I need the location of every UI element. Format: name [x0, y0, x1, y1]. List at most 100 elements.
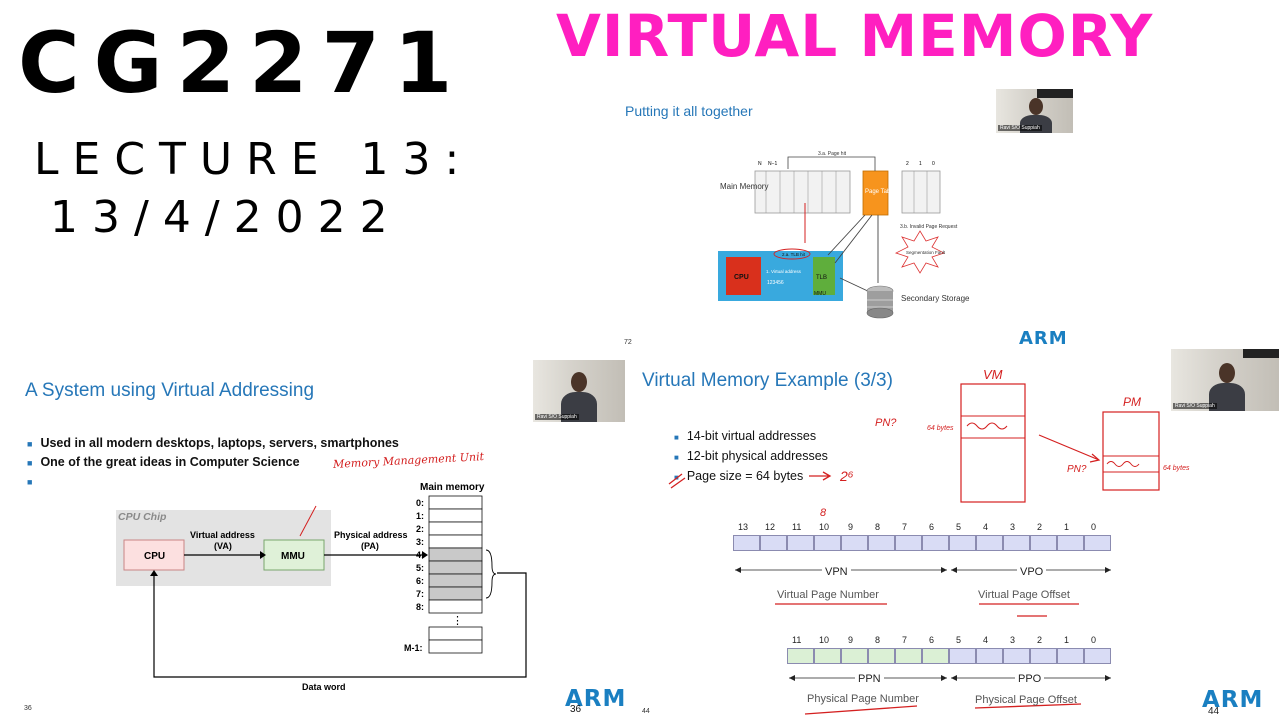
- bullet-marker: ■: [27, 439, 33, 449]
- vaddr-label: 1. Virtual address: [766, 269, 802, 274]
- bit-cell: [1003, 535, 1030, 551]
- bit-label: 7: [902, 635, 908, 645]
- row-label-2: 2:: [416, 524, 424, 534]
- va-arrowhead: [260, 551, 266, 559]
- bit-label: 10: [819, 635, 830, 645]
- ink-strike: [668, 473, 686, 489]
- bit-label: 11: [792, 635, 802, 645]
- row-label-1: 1:: [416, 511, 424, 521]
- page-hit-arrow: [787, 156, 876, 171]
- topic-title: VIRTUAL MEMORY: [556, 2, 1154, 70]
- bit-label: 1: [1064, 635, 1070, 645]
- memory-cell: [428, 626, 483, 641]
- bit-label: 8: [875, 522, 881, 532]
- ppn-arrowhead-left: [789, 675, 795, 681]
- bullet-item: ■Used in all modern desktops, laptops, s…: [27, 436, 399, 450]
- bit-label: 5: [956, 522, 962, 532]
- ink-pn-question-2: PN?: [1067, 464, 1087, 475]
- row-label-m1: M-1:: [404, 643, 423, 653]
- ink-vm-label: VM: [983, 367, 1003, 382]
- vpn-arrowhead-right: [941, 567, 947, 573]
- pa-label: Physical address: [334, 530, 408, 540]
- bit-cell: [1003, 648, 1030, 664]
- virtual-bit-labels: 13 12 11 10 9 8 7 6 5 4 3 2 1 0: [733, 522, 1111, 534]
- bit-cell: [1057, 535, 1084, 551]
- main-memory-label: Main memory: [420, 482, 485, 493]
- bit-cell: [895, 535, 922, 551]
- vpn-full-label: Virtual Page Number: [777, 589, 879, 601]
- webcam-thumbnail: Ravi S/O Suppiah: [533, 360, 625, 422]
- pa-abbr: (PA): [361, 541, 379, 551]
- bit-cell: [949, 648, 976, 664]
- page-table-label: Page Table: [865, 189, 896, 195]
- cpu-label: CPU: [144, 551, 165, 562]
- webcam-thumbnail: Ravi S/O Suppiah: [1171, 349, 1279, 411]
- pa-arrowhead: [422, 551, 428, 559]
- ink-bytes-2: 64 bytes: [1163, 465, 1190, 472]
- webcam-name: Ravi S/O Suppiah: [998, 125, 1042, 131]
- bullet-marker: ■: [27, 458, 33, 468]
- bit-cell: [841, 648, 868, 664]
- bit-label: 3: [1010, 635, 1016, 645]
- label-2: 2: [906, 161, 909, 167]
- bullet-item: ■14-bit virtual addresses: [674, 429, 817, 443]
- page-number: 72: [624, 339, 632, 346]
- tlb-label: TLB: [816, 275, 827, 281]
- tlb-miss-arrow: [827, 214, 866, 256]
- mmu-label: MMU: [281, 551, 305, 562]
- bit-cell: [814, 648, 841, 664]
- bit-cell: [922, 535, 949, 551]
- webcam-name: Ravi S/O Suppiah: [1173, 403, 1217, 409]
- webcam-controls[interactable]: [1037, 89, 1073, 98]
- bit-cell: [1030, 648, 1057, 664]
- arm-logo: ARM: [1019, 328, 1068, 349]
- vpo-label: VPO: [1017, 566, 1047, 578]
- memory-cell: [428, 573, 483, 588]
- bit-cell: [814, 535, 841, 551]
- tlb-hit-label: 2.a. TLB hit: [782, 252, 806, 257]
- label-1: 1: [919, 161, 922, 167]
- ink-pm-label: PM: [1123, 395, 1141, 409]
- bit-label: 8: [875, 635, 881, 645]
- tlb-hit-ink-circle: [773, 248, 811, 260]
- row-label-5: 5:: [416, 563, 424, 573]
- bit-label: 10: [819, 522, 830, 532]
- virtual-address-bits: [733, 535, 1111, 553]
- ink-arrow: [809, 471, 832, 481]
- bullet-marker: ■: [27, 477, 33, 487]
- bit-cell: [922, 648, 949, 664]
- page-table-box: [862, 170, 889, 216]
- row-label-0: 0:: [416, 498, 424, 508]
- ink-scribble: [1106, 461, 1140, 467]
- row-label-3: 3:: [416, 537, 424, 547]
- memory-cell: [428, 508, 483, 523]
- ink-two-power: 2⁶: [839, 468, 854, 484]
- ink-underline: [979, 603, 1079, 617]
- row-label-6: 6:: [416, 576, 424, 586]
- bit-label: 12: [765, 522, 776, 532]
- memory-cell: [428, 534, 483, 549]
- label-n: N: [758, 161, 762, 167]
- cpu-label: CPU: [734, 274, 749, 281]
- page-number-left: 36: [24, 705, 32, 712]
- bullet-item: ■One of the great ideas in Computer Scie…: [27, 455, 300, 469]
- vaddr-value: 123456: [767, 280, 784, 286]
- ink-pm-box: [1102, 411, 1160, 491]
- secondary-storage-label: Secondary Storage: [901, 294, 970, 303]
- webcam-controls[interactable]: [1243, 349, 1279, 358]
- data-word-path: [153, 572, 527, 678]
- tlb-box: [813, 257, 835, 295]
- vpo-arrowhead-left: [951, 567, 957, 573]
- bit-cell: [895, 648, 922, 664]
- memory-cell: [428, 639, 483, 654]
- ink-vm-box: [960, 383, 1026, 503]
- label-0: 0: [932, 161, 935, 167]
- webcam-name: Ravi S/O Suppiah: [535, 414, 579, 420]
- bit-label: 11: [792, 522, 802, 532]
- bit-cell: [787, 648, 814, 664]
- bit-label: 2: [1037, 522, 1043, 532]
- bit-cell: [1057, 648, 1084, 664]
- main-memory-label: Main Memory: [720, 182, 768, 191]
- row-label-8: 8:: [416, 602, 424, 612]
- arm-logo: ARM: [565, 686, 627, 712]
